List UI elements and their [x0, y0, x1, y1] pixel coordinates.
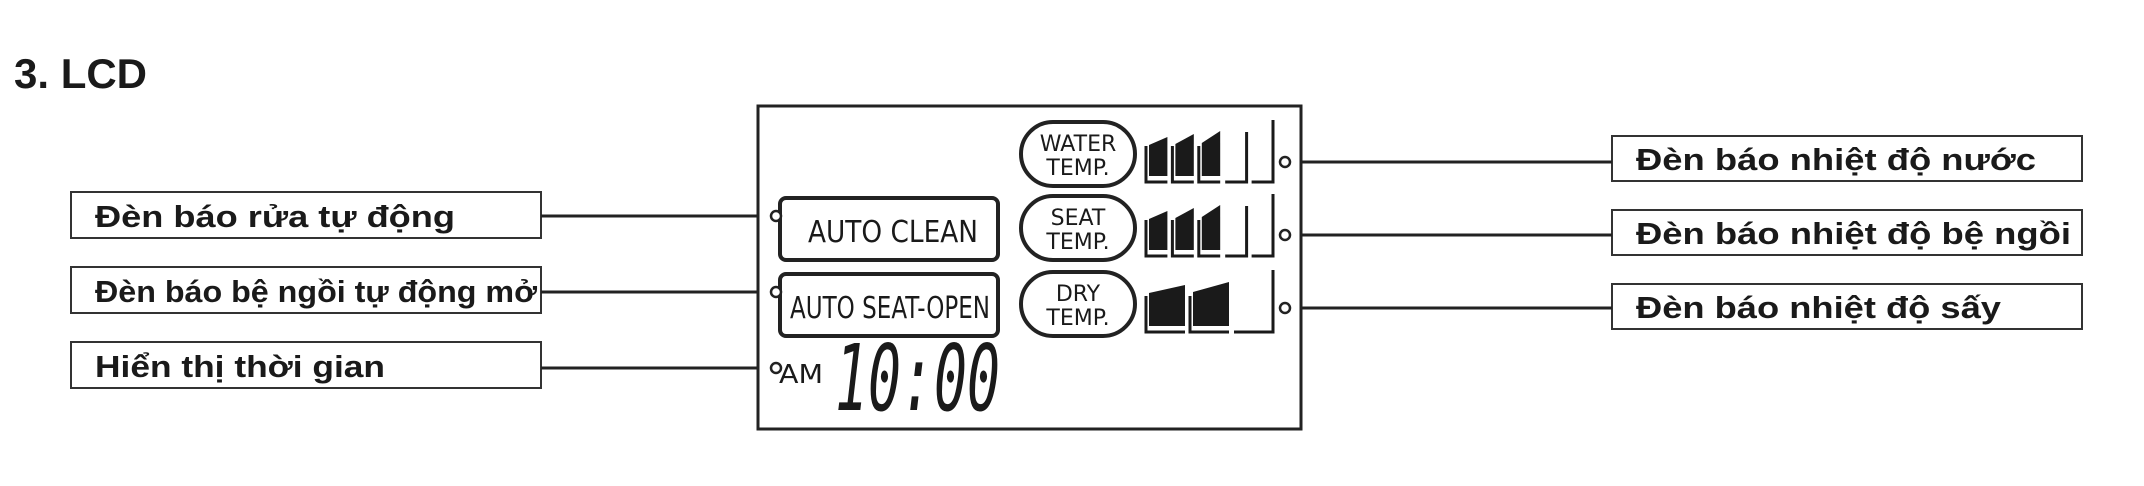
- label-time-display: Hiển thị thời gian: [70, 341, 542, 389]
- level-bar-shadow: [1170, 220, 1194, 258]
- level-bar-empty: [1251, 194, 1275, 258]
- pill-line1: SEAT: [1051, 206, 1106, 231]
- connector-dots: [769, 155, 1292, 375]
- level-bars: [1144, 194, 1275, 258]
- level-bar-shadow: [1170, 146, 1194, 184]
- level-bar-shadow: [1188, 296, 1229, 334]
- time-display: AM 10:00: [779, 325, 1000, 432]
- label-text: Đèn báo nhiệt độ nước: [1636, 142, 2036, 177]
- label-text: Đèn báo bệ ngồi tự động mở: [95, 274, 538, 309]
- level-bar-empty: [1234, 270, 1275, 334]
- time-digits: 10:00: [835, 325, 1000, 432]
- level-bar-empty: [1225, 206, 1249, 258]
- level-bar-empty: [1225, 132, 1249, 184]
- auto-seat-open-text: AUTO SEAT-OPEN: [790, 291, 990, 326]
- level-bars: [1144, 270, 1275, 334]
- label-auto-clean: Đèn báo rửa tự động: [70, 191, 542, 239]
- auto-clean-text: AUTO CLEAN: [808, 215, 978, 250]
- level-bar-shadow: [1144, 296, 1185, 334]
- temp-pill: [1019, 194, 1137, 262]
- pill-line1: WATER: [1040, 132, 1117, 157]
- connector-lines: [541, 160, 1612, 370]
- label-text: Đèn báo nhiệt độ sấy: [1636, 290, 2002, 325]
- temp-pill: [1019, 270, 1137, 338]
- auto-clean-indicator: AUTO CLEAN: [778, 196, 1000, 262]
- level-bar-shadow: [1144, 146, 1168, 184]
- label-text: Đèn báo rửa tự động: [95, 199, 455, 234]
- section-title: 3. LCD: [14, 50, 147, 97]
- level-bar-filled: [1149, 285, 1185, 326]
- level-bar-shadow: [1197, 146, 1221, 184]
- label-dry-temp: Đèn báo nhiệt độ sấy: [1611, 283, 2083, 330]
- level-bar-filled: [1175, 134, 1194, 176]
- am-indicator: AM: [779, 360, 823, 390]
- label-text: Hiển thị thời gian: [95, 349, 385, 384]
- pill-line2: TEMP.: [1045, 230, 1109, 255]
- pill-line2: TEMP.: [1045, 306, 1109, 331]
- level-bar-filled: [1149, 137, 1168, 176]
- level-bar-filled: [1149, 211, 1168, 250]
- temp-pill: [1019, 120, 1137, 188]
- level-bar-filled: [1175, 208, 1194, 250]
- label-seat-temp: Đèn báo nhiệt độ bệ ngồi: [1611, 209, 2083, 256]
- level-bar-empty: [1251, 120, 1275, 184]
- level-bar-shadow: [1144, 220, 1168, 258]
- label-water-temp: Đèn báo nhiệt độ nước: [1611, 135, 2083, 182]
- pill-line2: TEMP.: [1045, 156, 1109, 181]
- level-bar-filled: [1201, 205, 1221, 250]
- level-bars: [1144, 120, 1275, 184]
- pill-line1: DRY: [1056, 282, 1101, 307]
- level-bar-shadow: [1197, 220, 1221, 258]
- level-bar-filled: [1193, 282, 1229, 326]
- auto-seat-open-indicator: AUTO SEAT-OPEN: [778, 272, 1000, 338]
- label-text: Đèn báo nhiệt độ bệ ngồi: [1636, 216, 2071, 251]
- label-auto-seat-open: Đèn báo bệ ngồi tự động mở: [70, 266, 542, 314]
- level-bar-filled: [1201, 131, 1221, 176]
